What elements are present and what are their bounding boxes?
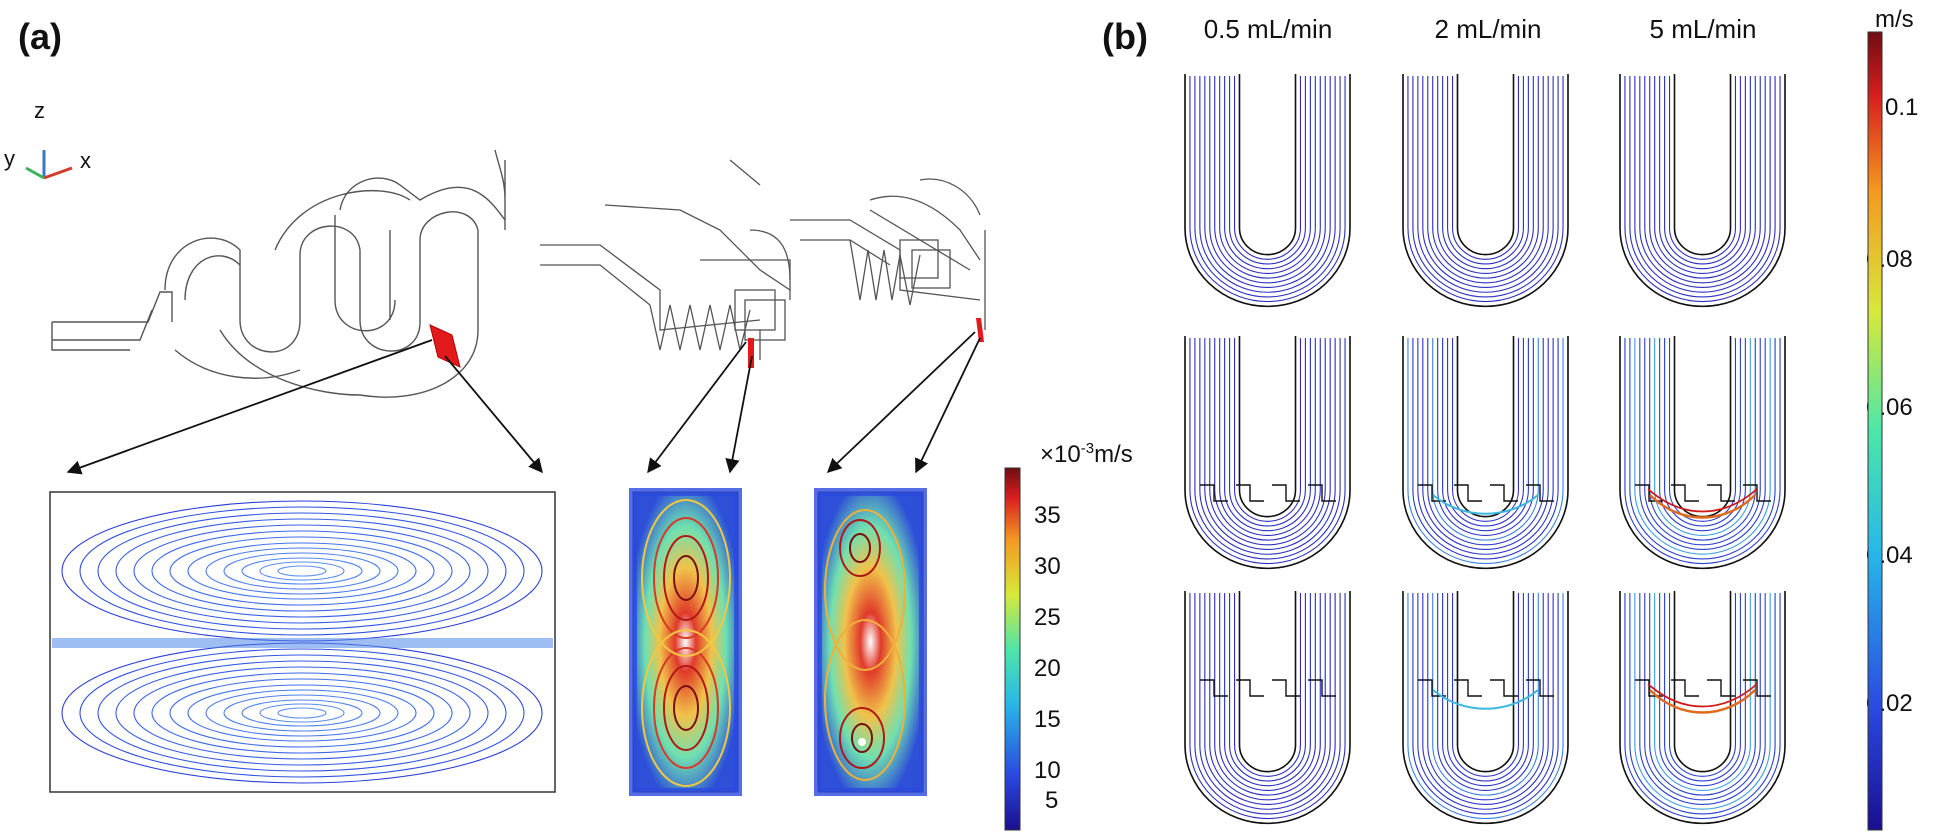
channel-3d-sketch-2 (540, 159, 791, 360)
column-label-2: 5 mL/min (1649, 14, 1757, 44)
u-channel-grid (1184, 74, 1786, 825)
axis-z-label: z (34, 98, 45, 123)
axis-triad (25, 150, 73, 180)
u-channel-panel (1184, 336, 1351, 570)
u-channel-panel (1619, 336, 1786, 570)
section-marker-1 (429, 324, 461, 368)
zoom-arrows (66, 331, 981, 475)
cross-section-middle (629, 488, 742, 796)
colorbar-b-unit: m/s (1875, 6, 1914, 33)
u-channel-panel (1402, 591, 1569, 825)
colorbar-b-tick: 0.1 (1885, 94, 1919, 121)
cross-section-right (814, 488, 927, 796)
colorbar-a-tick: 10 (1034, 757, 1061, 784)
column-label-0: 0.5 mL/min (1203, 14, 1333, 44)
cross-section-large (49, 491, 556, 793)
channel-3d-sketch-3 (790, 178, 986, 330)
axis-x-label: x (80, 148, 91, 173)
u-channel-panel (1619, 74, 1786, 308)
section-marker-2 (748, 338, 754, 368)
colorbar-a-tick: 5 (1045, 787, 1059, 814)
colorbar-b (1867, 31, 1883, 831)
colorbar-a (1004, 467, 1021, 831)
panel-b-label: (b) (1102, 16, 1148, 57)
colorbar-a-tick: 20 (1034, 655, 1061, 682)
panel-a-label: (a) (18, 16, 62, 57)
u-channel-panel (1184, 74, 1351, 308)
column-label-1: 2 mL/min (1434, 14, 1542, 44)
channel-3d-sketch (51, 149, 506, 398)
colorbar-a-tick: 15 (1034, 706, 1061, 733)
colorbar-a-unit: ×10-3m/s (1040, 440, 1133, 468)
colorbar-a-tick: 30 (1034, 553, 1061, 580)
u-channel-panel (1402, 74, 1569, 308)
colorbar-a-tick: 35 (1034, 502, 1061, 529)
section-marker-3 (976, 318, 984, 342)
colorbar-a-tick: 25 (1034, 604, 1061, 631)
u-channel-panel (1619, 591, 1786, 825)
u-channel-panel (1184, 591, 1351, 825)
axis-y-label: y (4, 146, 15, 171)
u-channel-panel (1402, 336, 1569, 570)
